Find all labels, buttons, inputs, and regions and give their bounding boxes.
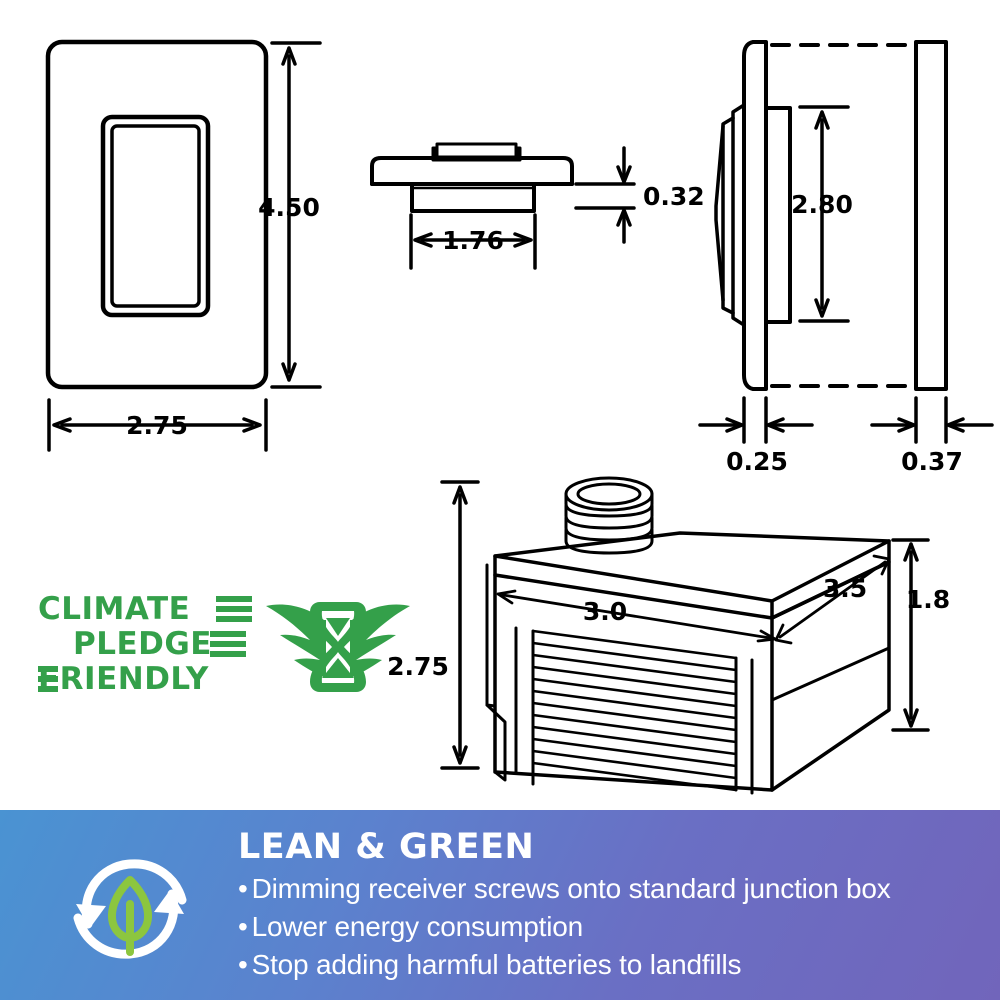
cpf-line-1: CLIMATE bbox=[38, 591, 191, 627]
bullet-text: Lower energy consumption bbox=[251, 911, 584, 942]
label-side-profile-body-depth: 0.25 bbox=[726, 447, 788, 476]
receiver-drawing bbox=[485, 476, 891, 795]
cpf-line-2: PLEDGE bbox=[72, 626, 212, 662]
bullet-text: Stop adding harmful batteries to landfil… bbox=[251, 949, 742, 980]
front-plate-width-dimension bbox=[47, 398, 268, 452]
front-plate-drawing bbox=[45, 39, 269, 390]
front-plate-height-dimension bbox=[270, 41, 322, 389]
label-front-plate-width: 2.75 bbox=[126, 411, 188, 440]
label-top-profile-width: 1.76 bbox=[442, 226, 504, 255]
receiver-width-dimension bbox=[496, 589, 777, 643]
climate-pledge-friendly-logo: CLIMATE PLEDGE FRIENDLY bbox=[38, 592, 253, 704]
top-profile-drawing bbox=[370, 142, 574, 213]
side-profile-drawing bbox=[714, 40, 948, 391]
top-profile-depth-dimension bbox=[574, 146, 636, 244]
list-item: •Lower energy consumption bbox=[238, 908, 978, 946]
banner-text-block: LEAN & GREEN •Dimming receiver screws on… bbox=[238, 826, 978, 984]
side-profile-plate-depth-dimension bbox=[870, 396, 994, 444]
receiver-body-height-dimension bbox=[891, 538, 930, 732]
list-item: •Stop adding harmful batteries to landfi… bbox=[238, 946, 978, 984]
label-receiver-height: 2.75 bbox=[387, 652, 449, 681]
top-profile-width-dimension bbox=[409, 213, 537, 270]
label-receiver-width: 3.0 bbox=[583, 597, 627, 626]
label-top-profile-depth: 0.32 bbox=[643, 182, 705, 211]
label-receiver-depth: 3.5 bbox=[823, 574, 867, 603]
receiver-depth-dimension bbox=[774, 554, 891, 645]
dimension-drawings-svg: 4.50 2.75 0.32 1.76 2.80 0.25 0.37 2.75 … bbox=[45, 39, 994, 795]
bullet-glyph: • bbox=[238, 873, 248, 904]
side-profile-body-depth-dimension bbox=[698, 396, 814, 444]
list-item: •Dimming receiver screws onto standard j… bbox=[238, 870, 978, 908]
banner-bullet-list: •Dimming receiver screws onto standard j… bbox=[238, 870, 978, 984]
winged-hourglass-icon bbox=[262, 590, 414, 705]
label-side-profile-height: 2.80 bbox=[791, 190, 853, 219]
vent-louvers bbox=[514, 626, 754, 795]
label-side-profile-plate-depth: 0.37 bbox=[901, 447, 963, 476]
receiver-height-dimension bbox=[440, 480, 480, 770]
cpf-line-3: FRIENDLY bbox=[38, 661, 209, 697]
lean-and-green-banner: LEAN & GREEN •Dimming receiver screws on… bbox=[0, 810, 1000, 1000]
label-front-plate-height: 4.50 bbox=[258, 193, 320, 222]
side-profile-height-dimension bbox=[798, 105, 850, 323]
bullet-glyph: • bbox=[238, 949, 248, 980]
label-receiver-body-height: 1.8 bbox=[906, 585, 950, 614]
bullet-glyph: • bbox=[238, 911, 248, 942]
technical-diagram-area: 4.50 2.75 0.32 1.76 2.80 0.25 0.37 2.75 … bbox=[38, 39, 994, 795]
recycle-leaf-icon bbox=[60, 846, 200, 972]
banner-title: LEAN & GREEN bbox=[238, 827, 535, 867]
bullet-text: Dimming receiver screws onto standard ju… bbox=[251, 873, 891, 904]
